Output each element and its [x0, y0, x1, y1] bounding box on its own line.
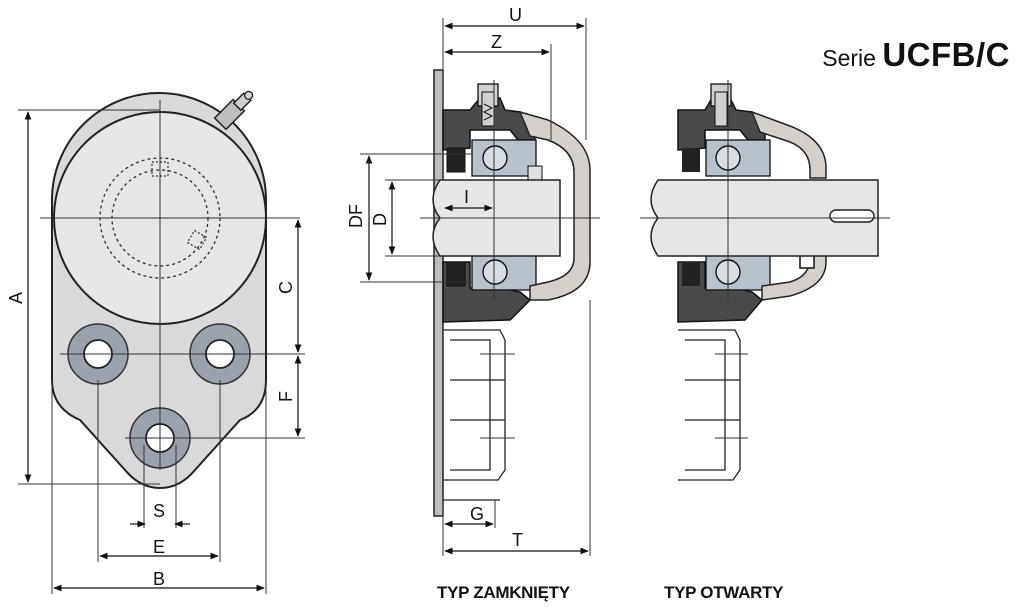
dim-f: F	[276, 391, 296, 402]
end-cover	[518, 110, 591, 301]
dim-a: A	[6, 292, 26, 304]
section-view-closed: U Z DF D I G T	[346, 5, 600, 556]
dim-i: I	[464, 187, 469, 207]
dim-u: U	[509, 5, 522, 25]
dim-t: T	[512, 530, 523, 550]
front-view: A C F S E B	[6, 90, 305, 594]
dim-z: Z	[491, 32, 502, 52]
dim-d: D	[370, 213, 390, 226]
dim-df: DF	[346, 204, 366, 228]
caption-closed-type: TYP ZAMKNIĘTY	[437, 583, 570, 602]
caption-open-type: TYP OTWARTY	[664, 583, 784, 602]
grease-nipple	[213, 90, 254, 131]
dim-b: B	[153, 569, 165, 589]
dim-g: G	[470, 504, 484, 524]
keyway	[829, 209, 875, 223]
dim-e: E	[153, 537, 165, 557]
series-header: Serie UCFB/C	[822, 36, 1010, 74]
series-model: UCFB/C	[882, 36, 1010, 73]
dim-c: C	[276, 281, 296, 294]
section-view-open	[640, 80, 890, 481]
mounting-plate	[433, 69, 444, 517]
dim-s: S	[153, 501, 165, 521]
series-prefix: Serie	[822, 45, 876, 71]
